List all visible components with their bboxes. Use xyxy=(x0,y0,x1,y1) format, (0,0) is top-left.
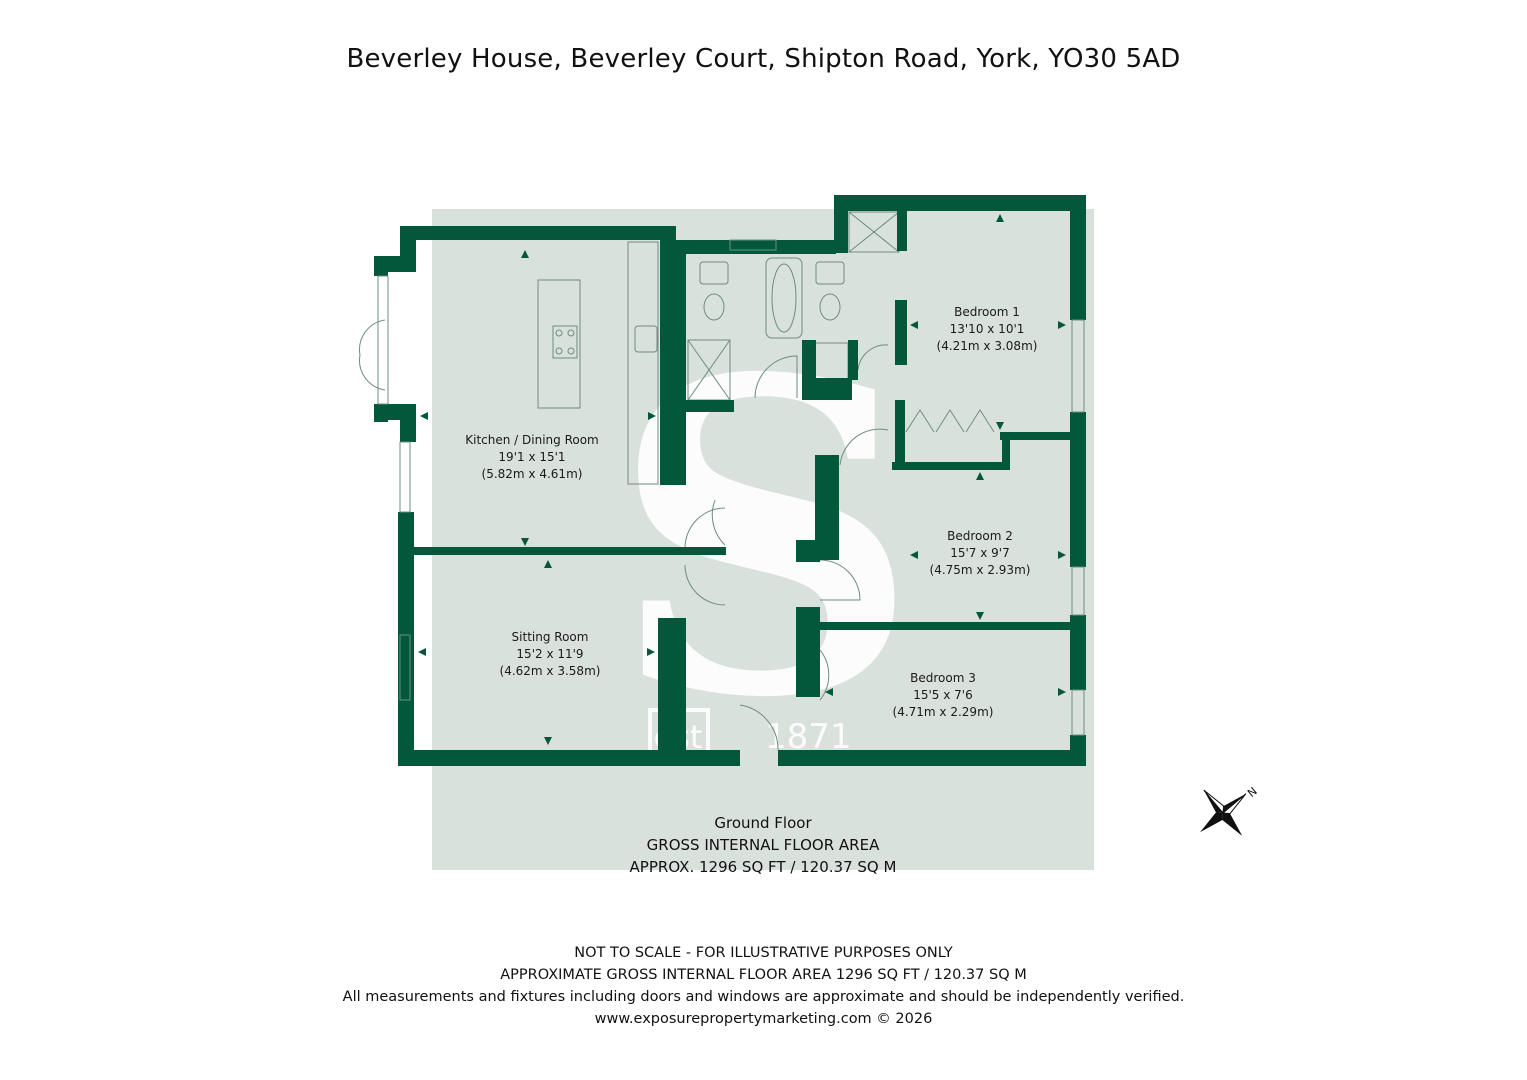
door-swing xyxy=(684,507,726,549)
bath-icon xyxy=(765,257,803,339)
door-swing xyxy=(819,649,830,701)
door-swing xyxy=(711,499,726,546)
kitchen-worktop xyxy=(627,241,659,485)
footer-line-2: APPROXIMATE GROSS INTERNAL FLOOR AREA 12… xyxy=(500,967,1027,983)
walls xyxy=(374,195,1086,766)
floor-name: Ground Floor xyxy=(714,814,812,832)
kitchen-island xyxy=(537,279,581,409)
door-swing xyxy=(359,319,386,356)
room-size-metric: (4.62m x 3.58m) xyxy=(499,664,601,678)
north-arrow-icon: N xyxy=(1200,785,1260,836)
toilet-icon xyxy=(819,293,841,321)
disclaimer-footer: NOT TO SCALE - FOR ILLUSTRATIVE PURPOSES… xyxy=(0,942,1527,1030)
page-title: Beverley House, Beverley Court, Shipton … xyxy=(346,44,1181,74)
footer-line-3: All measurements and fixtures including … xyxy=(342,989,1185,1005)
room-size-imperial: 15'5 x 7'6 xyxy=(913,688,973,702)
sink-icon xyxy=(634,325,658,353)
room-size-imperial: 15'2 x 11'9 xyxy=(516,647,584,661)
door-swing xyxy=(359,354,386,391)
dimension-arrows xyxy=(418,214,1066,745)
room-name: Kitchen / Dining Room xyxy=(465,433,599,447)
room-name: Bedroom 2 xyxy=(947,529,1013,543)
wardrobe-doors xyxy=(905,409,995,433)
footer-line-4: www.exposurepropertymarketing.com © 2026 xyxy=(594,1011,933,1027)
windows xyxy=(377,239,1085,736)
room-size-metric: (4.75m x 2.93m) xyxy=(929,563,1031,577)
room-size-metric: (4.71m x 2.29m) xyxy=(892,705,994,719)
room-size-metric: (5.82m x 4.61m) xyxy=(481,467,583,481)
door-swing xyxy=(819,559,861,601)
floor-area-value: APPROX. 1296 SQ FT / 120.37 SQ M xyxy=(629,858,897,876)
room-size-imperial: 15'7 x 9'7 xyxy=(950,546,1010,560)
door-swing xyxy=(684,564,726,606)
room-size-metric: (4.21m x 3.08m) xyxy=(936,339,1038,353)
compass-label: N xyxy=(1245,785,1260,800)
room-label-sitting-room: Sitting Room 15'2 x 11'9 (4.62m x 3.58m) xyxy=(470,629,630,680)
room-label-bedroom-1: Bedroom 1 13'10 x 10'1 (4.21m x 3.08m) xyxy=(907,304,1067,355)
door-swing xyxy=(754,355,798,399)
room-size-imperial: 13'10 x 10'1 xyxy=(949,322,1025,336)
room-name: Bedroom 3 xyxy=(910,671,976,685)
room-label-bedroom-2: Bedroom 2 15'7 x 9'7 (4.75m x 2.93m) xyxy=(900,528,1060,579)
room-size-imperial: 19'1 x 15'1 xyxy=(498,450,566,464)
floor-caption: Ground Floor GROSS INTERNAL FLOOR AREA A… xyxy=(432,812,1094,878)
toilet-icon xyxy=(703,293,725,321)
door-swing xyxy=(839,428,889,466)
room-label-kitchen: Kitchen / Dining Room 19'1 x 15'1 (5.82m… xyxy=(452,432,612,483)
room-name: Bedroom 1 xyxy=(954,305,1020,319)
floor-area-label: GROSS INTERNAL FLOOR AREA xyxy=(646,836,880,854)
hob-icon xyxy=(552,325,578,359)
room-name: Sitting Room xyxy=(511,630,589,644)
footer-line-1: NOT TO SCALE - FOR ILLUSTRATIVE PURPOSES… xyxy=(574,945,953,961)
door-swing xyxy=(857,344,889,371)
room-label-bedroom-3: Bedroom 3 15'5 x 7'6 (4.71m x 2.29m) xyxy=(863,670,1023,721)
door-swing xyxy=(739,704,779,751)
